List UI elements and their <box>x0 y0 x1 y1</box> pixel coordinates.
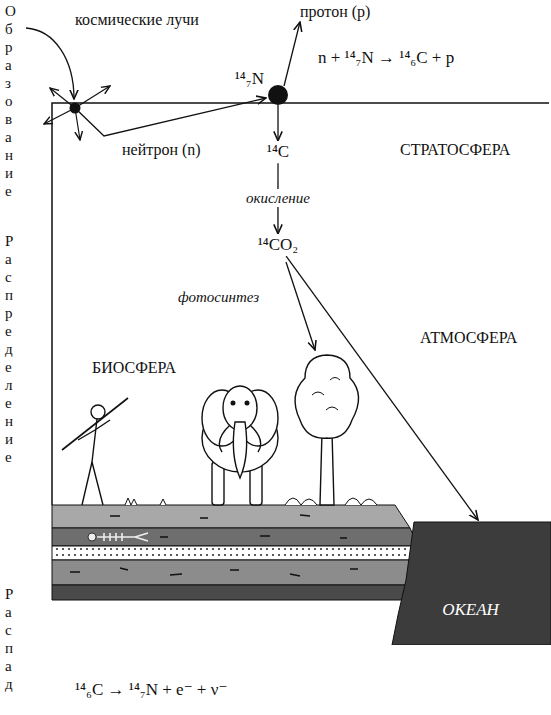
layer-label: БИОСФЕРА <box>92 358 176 377</box>
stage-label: Распределение <box>5 232 14 466</box>
decay-equation: ¹⁴₆C → ¹⁴₇N + e⁻ + ν⁻ <box>75 680 227 700</box>
reaction-equation: n + ¹⁴₇N → ¹⁴₆C + p <box>318 48 454 68</box>
molecule-label: ¹⁴CO₂ <box>254 234 303 256</box>
tree-figure <box>295 355 358 505</box>
process-label: окисление <box>243 189 313 207</box>
soil-layer <box>52 505 410 528</box>
isotope-label: ¹⁴C <box>263 141 293 163</box>
process-label: фотосинтез <box>178 288 259 306</box>
fragment-arrow <box>75 86 110 108</box>
human-figure <box>62 398 128 505</box>
ocean-water <box>392 522 551 645</box>
stratosphere-frame <box>52 103 549 505</box>
buried-skeleton <box>88 533 148 541</box>
particle-label: протон (p) <box>300 2 370 21</box>
rock-layer <box>52 560 426 585</box>
strata-marks <box>70 515 358 576</box>
mammoth-figure <box>202 386 278 505</box>
proton-arrow <box>284 22 300 86</box>
ocean-shape <box>390 520 551 645</box>
ocean-region: ОКЕАН <box>390 520 551 645</box>
layer-label: СТРАТОСФЕРА <box>400 140 510 159</box>
node-label: ¹⁴CO₂ <box>258 235 299 255</box>
flow-arrow <box>286 256 478 520</box>
stage-label: Распад <box>5 585 14 693</box>
particle-label: нейтрон (n) <box>122 140 201 159</box>
node-label: ¹⁴₇N <box>235 69 264 89</box>
neutron-arrow <box>75 98 266 136</box>
flow-arrow <box>277 105 278 141</box>
node-label: ¹⁴C <box>267 142 289 162</box>
fragment-arrow <box>44 108 75 124</box>
stage-label: Образование <box>5 2 14 200</box>
sand-layer <box>52 546 422 560</box>
layer-label: АТМОСФЕРА <box>420 328 517 347</box>
fragment-arrow <box>50 88 75 108</box>
rock-layer <box>52 585 428 600</box>
ray-label: космические лучи <box>75 10 199 29</box>
region-label: ОКЕАН <box>390 600 551 620</box>
soil-layer <box>52 528 418 546</box>
nucleus-dot: ¹⁴₇N <box>268 85 288 105</box>
